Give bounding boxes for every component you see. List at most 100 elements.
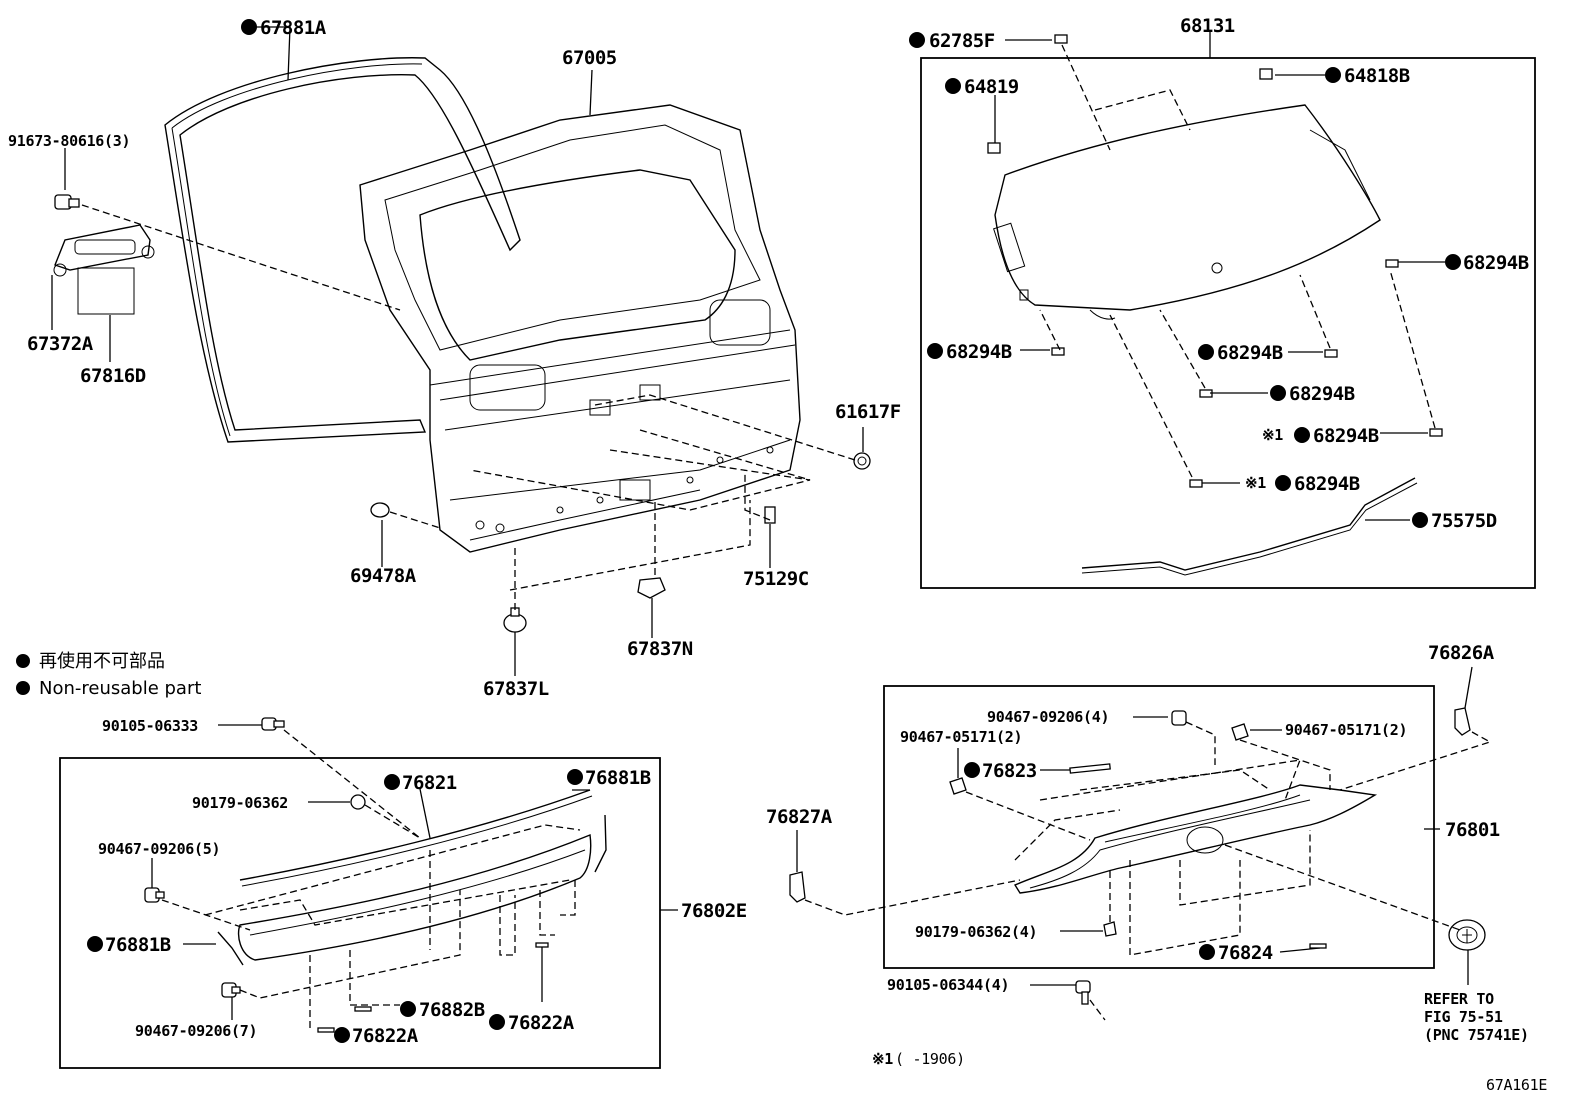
legend: 再使用不可部品 Non-reusable part <box>16 651 201 699</box>
label-90467-09206-5: 90467-09206(5) <box>98 840 220 858</box>
clip-67837N <box>637 577 666 599</box>
back-door-weatherstrip <box>164 57 521 443</box>
callout-68294B-right: 68294B <box>1445 252 1529 274</box>
label-75575D: 75575D <box>1431 510 1497 532</box>
label-76821: 76821 <box>402 772 457 794</box>
clip-67837L <box>503 607 527 633</box>
clip-90467-09206-5 <box>144 887 165 903</box>
label-90467-09206-4: 90467-09206(4) <box>987 708 1109 726</box>
clip-90467-09206-4 <box>1171 710 1187 726</box>
callout-75575D: 75575D <box>1412 510 1497 532</box>
bolt-91673 <box>54 194 80 210</box>
garnish-76801 <box>1013 784 1378 894</box>
footnote: ※1 ( -1906) <box>872 1050 965 1068</box>
callout-76823: 76823 <box>964 760 1037 782</box>
label-68294B-c3: 68294B <box>1313 425 1379 447</box>
screw-90105-06333 <box>261 717 285 731</box>
label-76827A: 76827A <box>766 806 833 828</box>
callout-76882B: 76882B <box>400 999 485 1021</box>
nut-90179-06362-4 <box>1103 921 1117 937</box>
label-75129C: 75129C <box>743 568 809 590</box>
glass-spacers <box>987 34 1443 488</box>
callout-68294B-c1: 68294B <box>1198 342 1283 364</box>
label-62785F: 62785F <box>929 30 995 52</box>
refer-note: REFER TO FIG 75-51 (PNC 75741E) <box>1424 990 1529 1044</box>
clip-90467-05171-a <box>1231 723 1249 741</box>
glass-group-frame <box>920 57 1536 589</box>
label-68294B-left: 68294B <box>946 341 1012 363</box>
callout-68294B-c2: 68294B <box>1270 383 1355 405</box>
label-91673-80616: 91673-80616(3) <box>8 132 130 150</box>
bracket-76827A <box>789 871 806 903</box>
label-90105-06344-4: 90105-06344(4) <box>887 976 1009 994</box>
footnote-marker: ※1 <box>872 1050 893 1068</box>
legend-en: Non-reusable part <box>39 678 201 699</box>
note-marker-c4: ※1 <box>1245 474 1266 492</box>
callout-76881B-left: 76881B <box>87 934 171 956</box>
seal-76881B-right <box>594 814 607 873</box>
label-67837N: 67837N <box>627 638 693 660</box>
label-67005: 67005 <box>562 47 617 69</box>
cushion-61617F <box>853 452 871 470</box>
refer-line-2: FIG 75-51 <box>1424 1008 1503 1026</box>
legend-jp: 再使用不可部品 <box>39 651 165 672</box>
label-90467-05171-b: 90467-05171(2) <box>900 728 1022 746</box>
note-marker-c3: ※1 <box>1262 426 1283 444</box>
callout-76822A-a: 76822A <box>334 1025 419 1047</box>
back-door-panel <box>359 104 801 553</box>
label-68294B-c4: 68294B <box>1294 473 1360 495</box>
label-90179-06362-4: 90179-06362(4) <box>915 923 1037 941</box>
garnish-group-frame-right <box>883 685 1435 969</box>
callout-67881A: 67881A <box>241 17 327 39</box>
callout-68294B-c4: ※1 68294B <box>1245 473 1360 495</box>
handle-assembly-67372A <box>53 224 155 277</box>
label-76824: 76824 <box>1218 942 1273 964</box>
label-68294B-right: 68294B <box>1463 252 1529 274</box>
label-67881A: 67881A <box>260 17 327 39</box>
refer-line-1: REFER TO <box>1424 990 1494 1008</box>
figure-code: 67A161E <box>1486 1076 1547 1094</box>
bracket-76826A <box>1454 707 1471 736</box>
label-76881B-right: 76881B <box>585 767 651 789</box>
garnish-76802E <box>237 834 592 961</box>
label-90179-06362: 90179-06362 <box>192 794 288 812</box>
refer-line-3: (PNC 75741E) <box>1424 1026 1529 1044</box>
label-68294B-c1: 68294B <box>1217 342 1283 364</box>
clip-90467-09206-7 <box>221 982 241 998</box>
label-64818B: 64818B <box>1344 65 1410 87</box>
screw-90105-06344-4 <box>1075 980 1091 1005</box>
label-76823: 76823 <box>982 760 1037 782</box>
callout-62785F: 62785F <box>909 30 995 52</box>
label-67816D: 67816D <box>80 365 146 387</box>
label-67372A: 67372A <box>27 333 94 355</box>
label-64819: 64819 <box>964 76 1019 98</box>
protector-sheet-67816D <box>77 267 135 315</box>
callout-64818B: 64818B <box>1325 65 1410 87</box>
callout-64819: 64819 <box>945 76 1019 98</box>
label-76882B: 76882B <box>419 999 485 1021</box>
clip-75129C <box>764 506 776 524</box>
label-76822A-b: 76822A <box>508 1012 575 1034</box>
callout-76822A-b: 76822A <box>489 1012 575 1034</box>
garnish-group-frame-left <box>59 757 661 1069</box>
callout-76881B-right: 76881B <box>567 767 651 789</box>
label-90105-06333: 90105-06333 <box>102 717 198 735</box>
label-68294B-c2: 68294B <box>1289 383 1355 405</box>
label-90467-09206-7: 90467-09206(7) <box>135 1022 257 1040</box>
callout-76824: 76824 <box>1199 942 1273 964</box>
weatherstrip-75575D <box>1081 477 1418 576</box>
label-69478A: 69478A <box>350 565 417 587</box>
label-76802E: 76802E <box>681 900 747 922</box>
callout-68294B-c3: ※1 68294B <box>1262 425 1379 447</box>
label-76881B-left: 76881B <box>105 934 171 956</box>
back-window-glass-68131 <box>993 104 1381 320</box>
label-76826A: 76826A <box>1428 642 1495 664</box>
footnote-text: ( -1906) <box>895 1050 965 1068</box>
cushion-69478A <box>370 502 390 518</box>
label-76801: 76801 <box>1445 819 1500 841</box>
callout-76821: 76821 <box>384 772 457 794</box>
label-68131: 68131 <box>1180 15 1235 37</box>
nut-90179-06362 <box>350 794 366 810</box>
label-61617F: 61617F <box>835 401 901 423</box>
